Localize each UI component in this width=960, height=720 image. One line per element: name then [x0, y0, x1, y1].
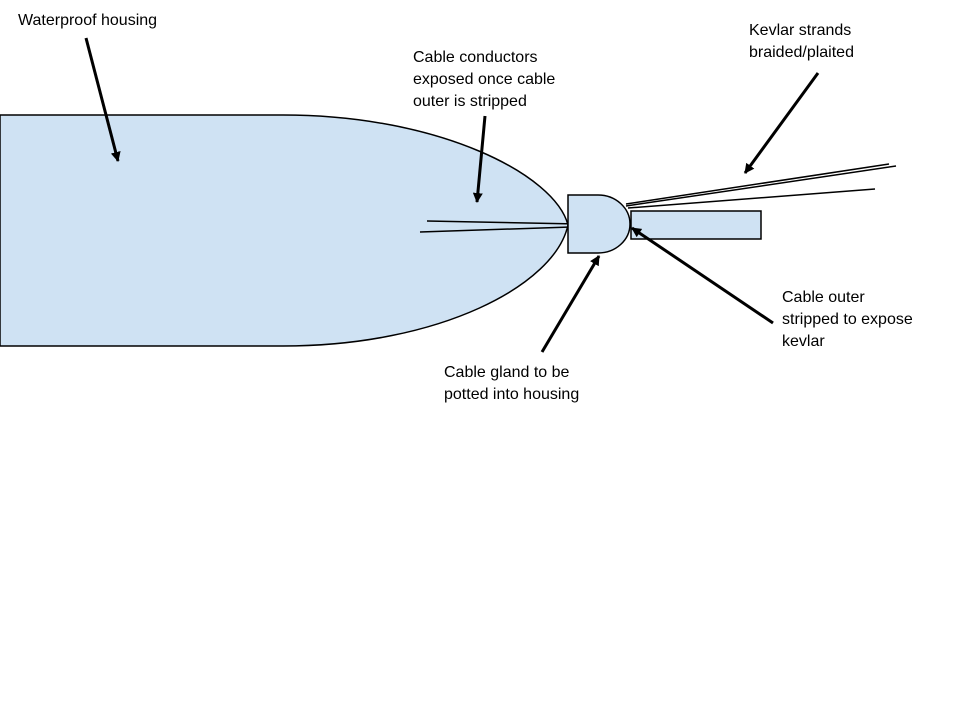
kevlar-strand-1	[625, 163, 890, 205]
label-line: Cable outer	[782, 289, 865, 306]
cable-outer-shape	[630, 210, 762, 240]
label-line: potted into housing	[444, 386, 580, 403]
arrow-conductors	[472, 115, 487, 203]
label-line: Waterproof housing	[18, 12, 158, 29]
label-line: kevlar	[782, 333, 825, 350]
arrow-cable-outer	[631, 226, 774, 325]
label-cable-outer: Cable outer stripped to expose kevlar	[782, 287, 913, 353]
label-line: Cable gland to be	[444, 364, 570, 381]
label-cable-gland: Cable gland to be potted into housing	[444, 362, 579, 406]
label-kevlar-strands: Kevlar strands braided/plaited	[749, 20, 854, 64]
label-line: braided/plaited	[749, 44, 854, 61]
label-line: Cable conductors	[413, 49, 538, 66]
label-waterproof-housing: Waterproof housing	[18, 10, 157, 32]
kevlar-strand-3	[627, 188, 876, 209]
label-line: exposed once cable	[413, 71, 556, 88]
cable-gland-shape	[567, 194, 631, 254]
arrow-gland	[540, 255, 601, 353]
kevlar-strand-2	[625, 165, 897, 207]
arrow-kevlar	[743, 72, 820, 174]
label-line: outer is stripped	[413, 93, 527, 110]
arrow-housing	[84, 37, 121, 162]
label-line: stripped to expose	[782, 311, 913, 328]
label-cable-conductors: Cable conductors exposed once cable oute…	[413, 47, 555, 113]
label-line: Kevlar strands	[749, 22, 852, 39]
